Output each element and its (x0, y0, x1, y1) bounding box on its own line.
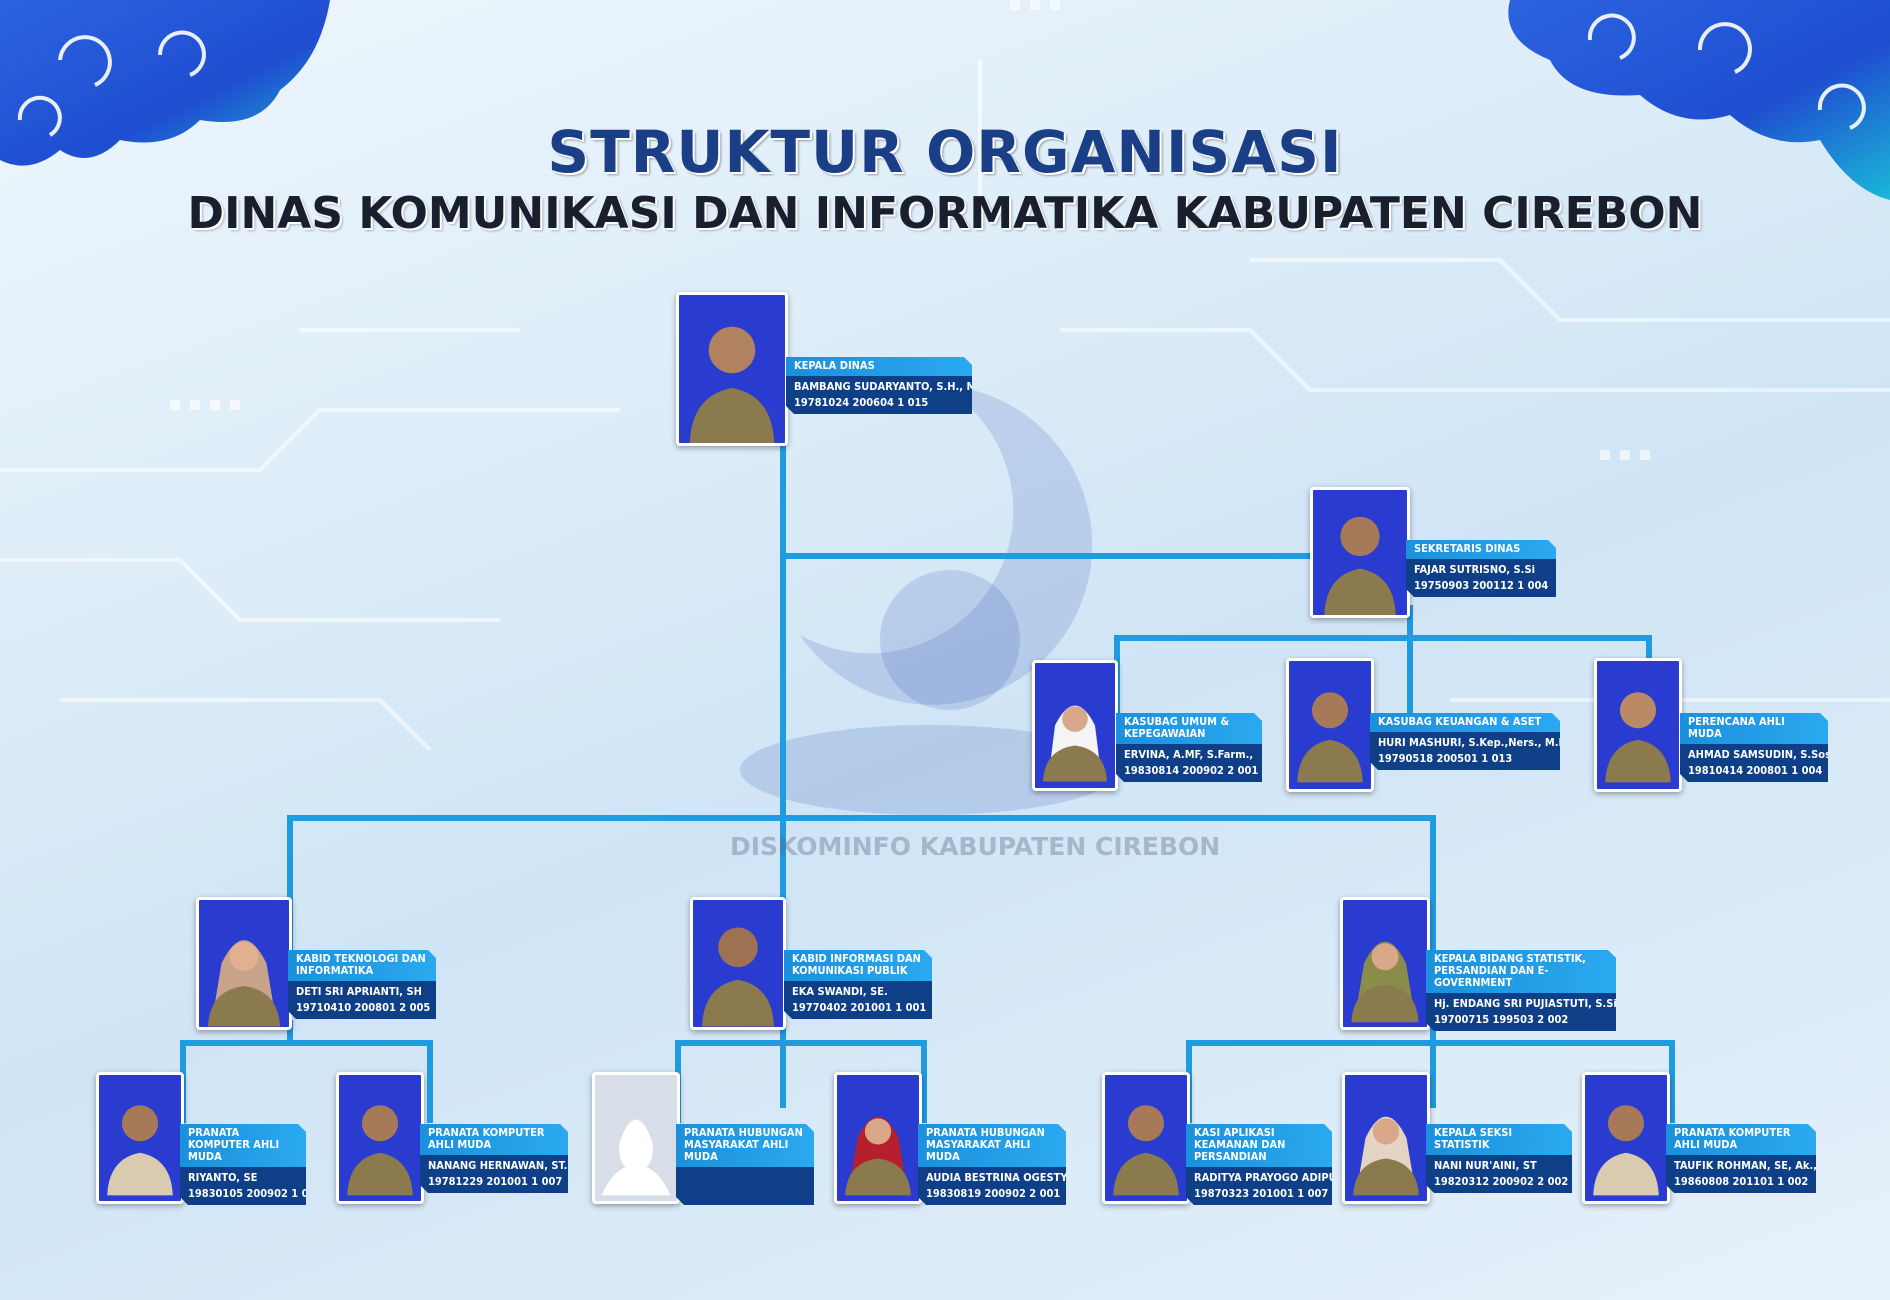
pranata-komputer-3-photo (1582, 1072, 1670, 1204)
pranata-humas-1-label: PRANATA HUBUNGAN MASYARAKAT AHLI MUDA (676, 1124, 814, 1205)
kasubag-umum-label: KASUBAG UMUM & KEPEGAWAIAN ERVINA, A.MF,… (1116, 713, 1262, 782)
member-nip: 19700715 199503 2 002 (1434, 1013, 1569, 1026)
kasi-aplikasi-photo (1102, 1072, 1190, 1204)
member-name: NANI NUR'AINI, ST (1434, 1159, 1537, 1172)
member-name: RIYANTO, SE (188, 1171, 258, 1184)
kabid-ti-photo (196, 897, 292, 1030)
member-nip: 19781024 200604 1 015 (794, 396, 929, 409)
kasubag-keuangan-photo (1286, 658, 1374, 792)
sekretaris-photo (1310, 487, 1410, 618)
kepala-dinas-label: KEPALA DINAS BAMBANG SUDARYANTO, S.H., M… (786, 357, 972, 414)
member-nip: 19781229 201001 1 007 (428, 1175, 563, 1188)
member-name: EKA SWANDI, SE. (792, 985, 888, 998)
pranata-komputer-3-label: PRANATA KOMPUTER AHLI MUDA TAUFIK ROHMAN… (1666, 1124, 1816, 1193)
pranata-komputer-2-photo (336, 1072, 424, 1204)
watermark-text: DISKOMINFO KABUPATEN CIREBON (730, 832, 1221, 861)
pranata-humas-2-label: PRANATA HUBUNGAN MASYARAKAT AHLI MUDA AU… (918, 1124, 1066, 1205)
member-name: HURI MASHURI, S.Kep.,Ners., M.M. (1378, 736, 1573, 749)
perencana-label: PERENCANA AHLI MUDA AHMAD SAMSUDIN, S.So… (1680, 713, 1828, 782)
kasubag-umum-photo (1032, 660, 1118, 791)
page-title: STRUKTUR ORGANISASI (547, 118, 1343, 186)
member-name: RADITYA PRAYOGO ADIPUTRA, SE (1194, 1171, 1380, 1184)
member-name: DETI SRI APRIANTI, SH (296, 985, 422, 998)
member-name: FAJAR SUTRISNO, S.Si (1414, 563, 1535, 576)
kasi-statistik-photo (1342, 1072, 1430, 1204)
kabid-spe-photo (1340, 897, 1430, 1030)
kepala-dinas-photo (676, 292, 788, 446)
member-name: ERVINA, A.MF, S.Farm., (1124, 748, 1254, 761)
member-nip: 19860808 201101 1 002 (1674, 1175, 1809, 1188)
kasubag-keuangan-label: KASUBAG KEUANGAN & ASET HURI MASHURI, S.… (1370, 713, 1560, 770)
member-nip: 19820312 200902 2 002 (1434, 1175, 1569, 1188)
member-nip: 19810414 200801 1 004 (1688, 764, 1823, 777)
member-name: TAUFIK ROHMAN, SE, Ak., M.Aku (1674, 1159, 1856, 1172)
kabid-spe-label: KEPALA BIDANG STATISTIK, PERSANDIAN DAN … (1426, 950, 1616, 1031)
member-name: AUDIA BESTRINA OGESTY, SE (926, 1171, 1087, 1184)
pranata-komputer-2-label: PRANATA KOMPUTER AHLI MUDA NANANG HERNAW… (420, 1124, 568, 1193)
member-nip: 19830814 200902 2 001 (1124, 764, 1259, 777)
kabid-ikp-label: KABID INFORMASI DAN KOMUNIKASI PUBLIK EK… (784, 950, 932, 1019)
member-nip: 19830105 200902 1 001 (188, 1187, 323, 1200)
member-name: Hj. ENDANG SRI PUJIASTUTI, S.Si.,M.Si. (1434, 997, 1653, 1010)
member-nip: 19710410 200801 2 005 (296, 1001, 431, 1014)
member-name: AHMAD SAMSUDIN, S.Sos (1688, 748, 1831, 761)
member-nip: 19870323 201001 1 007 (1194, 1187, 1329, 1200)
perencana-photo (1594, 658, 1682, 792)
kasi-aplikasi-label: KASI APLIKASI KEAMANAN DAN PERSANDIAN RA… (1186, 1124, 1332, 1205)
member-nip: 19770402 201001 1 001 (792, 1001, 927, 1014)
pranata-komputer-1-photo (96, 1072, 184, 1204)
member-nip: 19830819 200902 2 001 (926, 1187, 1061, 1200)
kabid-ti-label: KABID TEKNOLOGI DAN INFORMATIKA DETI SRI… (288, 950, 436, 1019)
member-name: NANANG HERNAWAN, ST., M.P (428, 1159, 596, 1172)
member-nip: 19750903 200112 1 004 (1414, 579, 1549, 592)
kasi-statistik-label: KEPALA SEKSI STATISTIK NANI NUR'AINI, ST… (1426, 1124, 1572, 1193)
page-subtitle: DINAS KOMUNIKASI DAN INFORMATIKA KABUPAT… (187, 188, 1703, 239)
pranata-humas-2-photo (834, 1072, 922, 1204)
kabid-ikp-photo (690, 897, 786, 1030)
pranata-humas-1-photo (592, 1072, 680, 1204)
member-nip: 19790518 200501 1 013 (1378, 752, 1513, 765)
member-name: BAMBANG SUDARYANTO, S.H., M.H. (794, 380, 993, 393)
